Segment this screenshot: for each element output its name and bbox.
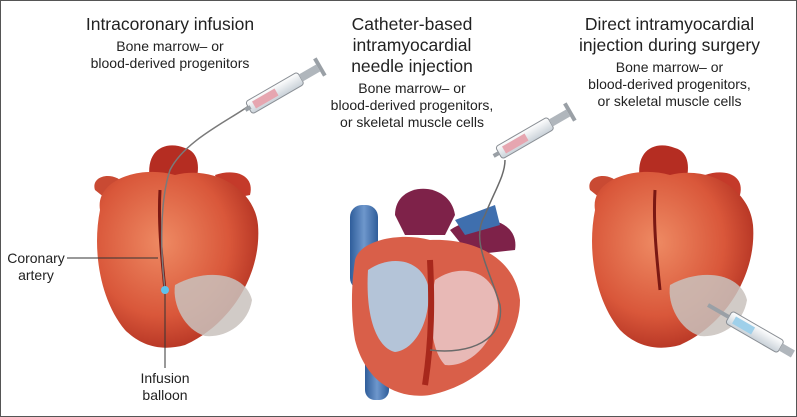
title-line: intramyocardial xyxy=(312,35,512,56)
coronary-artery-label: Coronary artery xyxy=(4,250,68,284)
title-line: Intracoronary infusion xyxy=(40,14,300,35)
panel-direct-injection: Direct intramyocardial injection during … xyxy=(552,14,787,110)
subtitle-line: Bone marrow– or xyxy=(40,38,300,55)
middle-aorta xyxy=(395,189,455,235)
panel-subtitle: Bone marrow– or blood-derived progenitor… xyxy=(552,59,787,110)
infusion-balloon xyxy=(161,286,169,294)
panel-title: Intracoronary infusion xyxy=(40,14,300,35)
title-line: injection during surgery xyxy=(552,35,787,56)
title-line: needle injection xyxy=(312,56,512,77)
title-line: Catheter-based xyxy=(312,14,512,35)
infusion-balloon-label: Infusion balloon xyxy=(130,370,200,404)
panel-subtitle: Bone marrow– or blood-derived progenitor… xyxy=(312,80,512,131)
panel-catheter: Catheter-based intramyocardial needle in… xyxy=(312,14,512,131)
subtitle-line: Bone marrow– or xyxy=(312,80,512,97)
label-line: Coronary xyxy=(4,250,68,267)
subtitle-line: or skeletal muscle cells xyxy=(312,114,512,131)
subtitle-line: or skeletal muscle cells xyxy=(552,93,787,110)
subtitle-line: blood-derived progenitors, xyxy=(312,97,512,114)
subtitle-line: Bone marrow– or xyxy=(552,59,787,76)
label-line: artery xyxy=(4,267,68,284)
panel-title: Catheter-based intramyocardial needle in… xyxy=(312,14,512,77)
panel-title: Direct intramyocardial injection during … xyxy=(552,14,787,56)
panel-intracoronary: Intracoronary infusion Bone marrow– or b… xyxy=(40,14,300,72)
subtitle-line: blood-derived progenitors, xyxy=(552,76,787,93)
label-line: Infusion xyxy=(130,370,200,387)
label-line: balloon xyxy=(130,387,200,404)
panel-subtitle: Bone marrow– or blood-derived progenitor… xyxy=(40,38,300,72)
middle-heart xyxy=(350,160,520,400)
subtitle-line: blood-derived progenitors xyxy=(40,55,300,72)
title-line: Direct intramyocardial xyxy=(552,14,787,35)
left-heart xyxy=(94,105,258,348)
